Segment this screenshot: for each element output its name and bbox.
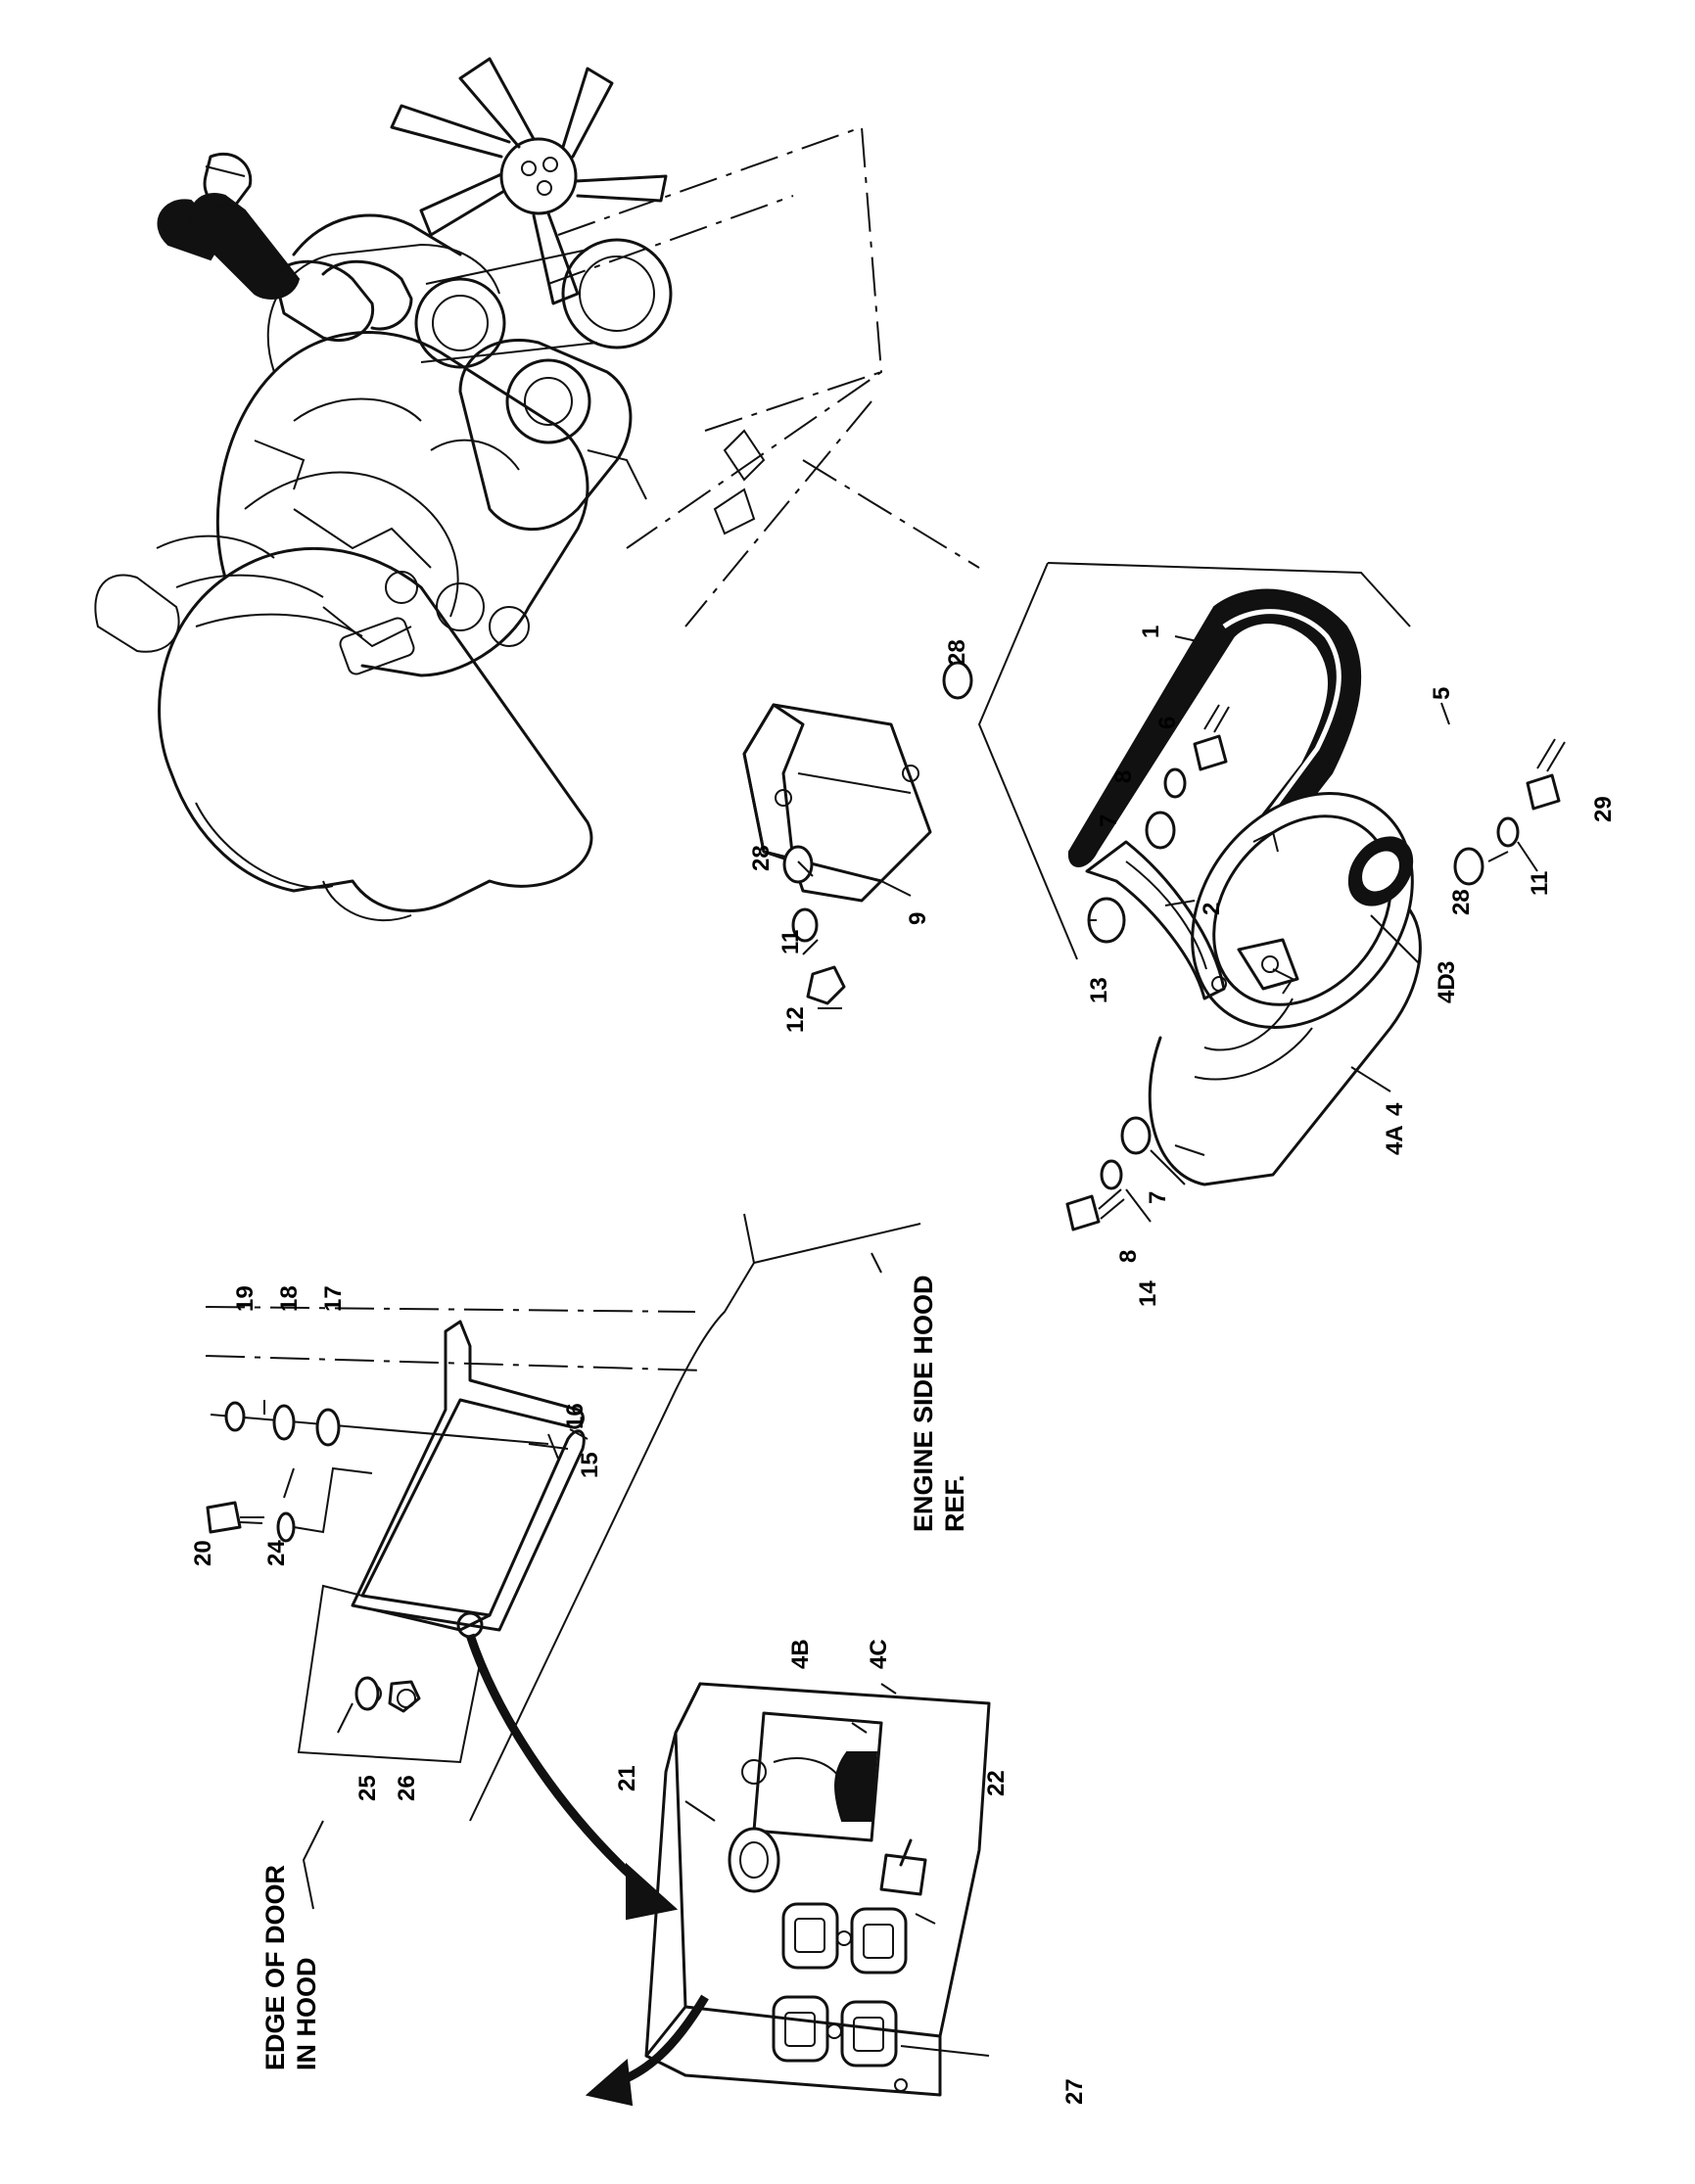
callout-12: 12 bbox=[782, 1006, 809, 1033]
callout-8b: 8 bbox=[1115, 1250, 1142, 1263]
callout-17: 17 bbox=[320, 1285, 347, 1312]
callout-7b: 7 bbox=[1145, 1191, 1171, 1204]
callout-24: 24 bbox=[263, 1540, 290, 1566]
callout-29: 29 bbox=[1590, 796, 1617, 822]
callout-28c: 28 bbox=[1448, 889, 1475, 915]
callout-20: 20 bbox=[190, 1540, 216, 1566]
hood-reference bbox=[205, 1213, 921, 1822]
small-hardware bbox=[782, 661, 1566, 1231]
fan bbox=[390, 57, 668, 305]
callout-18: 18 bbox=[276, 1285, 303, 1312]
callout-28a: 28 bbox=[944, 639, 970, 666]
callout-15: 15 bbox=[577, 1452, 603, 1478]
callout-4d: 4D bbox=[1434, 973, 1460, 1003]
callout-25: 25 bbox=[354, 1775, 381, 1801]
engine-bracket-reference bbox=[547, 125, 980, 627]
alternator bbox=[977, 562, 1422, 1186]
callout-4a: 4A bbox=[1382, 1125, 1408, 1155]
callout-14: 14 bbox=[1135, 1280, 1161, 1307]
cable-arrow bbox=[465, 1633, 709, 2107]
outlet-box-bracket bbox=[297, 1320, 586, 1764]
callout-13: 13 bbox=[1086, 977, 1112, 1003]
callout-11b: 11 bbox=[1527, 871, 1553, 896]
label-engine-side-hood-line2: REF. bbox=[940, 1474, 969, 1532]
callout-8a: 8 bbox=[1110, 770, 1137, 783]
callout-4c: 4C bbox=[866, 1639, 892, 1669]
leader-lines bbox=[263, 635, 1538, 2057]
label-edge-of-door-line2: IN HOOD bbox=[292, 1957, 321, 2070]
outlet-box bbox=[644, 1682, 991, 2097]
label-engine-side-hood-line1: ENGINE SIDE HOOD bbox=[909, 1275, 938, 1532]
callout-2: 2 bbox=[1199, 903, 1225, 915]
engine-illustration bbox=[94, 57, 673, 921]
callout-11a: 11 bbox=[777, 930, 804, 954]
callout-28b: 28 bbox=[748, 845, 775, 871]
callout-27: 27 bbox=[1061, 2078, 1088, 2105]
callout-3: 3 bbox=[1434, 961, 1460, 974]
label-edge-of-door-line1: EDGE OF DOOR bbox=[260, 1865, 290, 2070]
adjusting-strap bbox=[1085, 840, 1227, 1000]
callout-22: 22 bbox=[983, 1770, 1010, 1796]
callout-16: 16 bbox=[562, 1403, 589, 1429]
callout-7a: 7 bbox=[1096, 814, 1122, 827]
callout-5: 5 bbox=[1429, 687, 1455, 700]
callout-1: 1 bbox=[1138, 626, 1164, 638]
hardware-stack-upper bbox=[206, 1401, 569, 1713]
callout-19: 19 bbox=[232, 1285, 259, 1312]
callout-numbers: 1 2 3 4D 4 4A 5 6 7 8 7 8 9 11 11 12 13 … bbox=[190, 626, 1617, 2105]
callout-4: 4 bbox=[1382, 1102, 1408, 1116]
callout-6: 6 bbox=[1154, 717, 1181, 729]
radiator-hose bbox=[157, 152, 413, 343]
callout-26: 26 bbox=[394, 1775, 420, 1801]
receptacles bbox=[772, 1902, 908, 2068]
callout-4b: 4B bbox=[787, 1639, 814, 1669]
reference-labels: EDGE OF DOOR IN HOOD ENGINE SIDE HOOD RE… bbox=[260, 1275, 969, 2070]
callout-21: 21 bbox=[614, 1765, 640, 1791]
callout-9: 9 bbox=[905, 912, 931, 925]
